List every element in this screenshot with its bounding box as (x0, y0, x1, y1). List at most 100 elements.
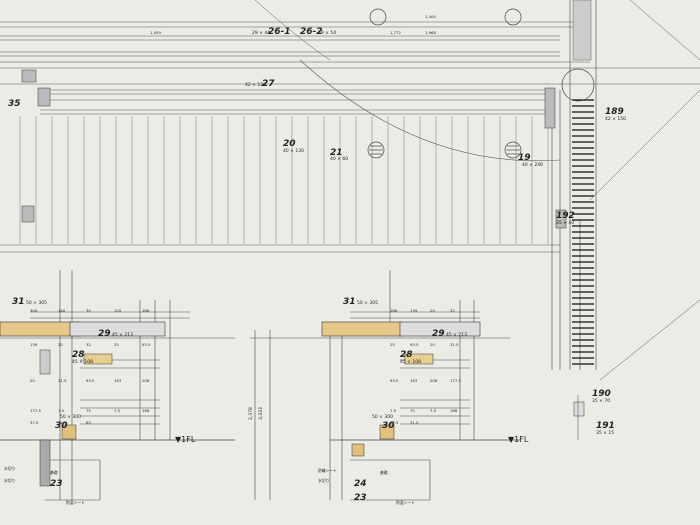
label-30-right: 30 (382, 421, 395, 431)
dimension-number: 25 (390, 342, 395, 347)
label-27: 27 (262, 79, 275, 89)
dimension-number: 31.5 (450, 342, 459, 347)
dimension-number: 93.5 (142, 342, 151, 347)
note-left-1: 水切り (4, 478, 15, 483)
top-labels: 26-1 26-2 27 35 20 21 19 189 192 29 × 44… (8, 14, 626, 226)
dim-28-right: 45 × 108 (400, 359, 421, 365)
dim-30-left: 50 × 300 (60, 414, 81, 420)
plan-circles (367, 8, 595, 159)
label-31-left: 31 (12, 297, 25, 307)
dim-28-left: 45 × 108 (72, 359, 93, 365)
dimension-number: 7.5 (114, 408, 121, 413)
dim-mid-1: 2,378 (248, 407, 254, 420)
dimension-number: 20 (430, 308, 435, 313)
beam-29-right (399, 321, 481, 337)
label-20: 20 (283, 139, 296, 149)
note-left-2: 基礎 (50, 470, 58, 475)
dimension-number: 31.5 (58, 378, 67, 383)
dim-top-2: 1,772 (390, 30, 401, 35)
dimension-number: 30 (86, 308, 91, 313)
dim-31-right: 50 × 305 (357, 300, 378, 306)
dimension-number: 75 (86, 408, 91, 413)
dimension-number: 93.5 (86, 378, 95, 383)
dim-19: 40 × 240 (522, 162, 543, 168)
dimension-number: 139 (30, 342, 38, 347)
label-35: 35 (8, 99, 21, 109)
dimension-number: 163 (410, 378, 418, 383)
dim-31-left: 50 × 305 (26, 300, 47, 306)
label-23-left: 23 (50, 479, 63, 489)
section-left: 31 50 × 305 29 45 × 213 28 45 × 108 30 5… (0, 270, 235, 505)
dimension-number: 93.5 (390, 378, 399, 383)
dimension-number: 32 (450, 308, 455, 313)
beam-28-left (83, 353, 113, 365)
label-26-1: 26-1 (268, 27, 291, 37)
dimension-number: 208 (142, 378, 150, 383)
label-26-2: 26-2 (300, 27, 323, 37)
dim-top-3: 1,400 (425, 14, 436, 19)
label-28-left: 28 (72, 350, 85, 360)
dimension-number: 186 (390, 308, 398, 313)
dimension-number: 7.5 (390, 408, 397, 413)
label-29-left: 29 (98, 329, 111, 339)
dim-190: 35 × 70 (592, 398, 610, 404)
dimension-number: 186 (450, 408, 458, 413)
dimension-number: 300 (30, 308, 38, 313)
top-plan (0, 0, 700, 381)
dim-20: 40 × 130 (283, 148, 304, 154)
label-21: 21 (330, 148, 343, 158)
dim-top-1: 1,459 (150, 30, 161, 35)
dimension-number: 177.5 (30, 408, 41, 413)
label-190: 190 (592, 389, 611, 399)
dim-21: 40 × 60 (330, 156, 348, 162)
dimension-number: 208 (430, 378, 438, 383)
dim-top-4: 1,968 (425, 30, 436, 35)
detail-190-191: 190 35 × 70 191 35 × 15 (573, 389, 615, 440)
note-right-1: 水切り (318, 478, 329, 483)
beam-31-left (0, 321, 81, 337)
dimension-number: 186 (142, 408, 150, 413)
plan-slats (19, 116, 549, 244)
dimension-number: 37.5 (30, 420, 39, 425)
dimension-number: 25 (114, 342, 119, 347)
note-right-3: 防湿シート (396, 500, 415, 505)
fl-marker-right: ▼1FL (508, 435, 529, 444)
dimension-number: 140 (58, 308, 66, 313)
dimension-number: 37.5 (390, 420, 399, 425)
dimension-number: 32 (86, 342, 91, 347)
dim-30-right: 50 × 300 (372, 414, 393, 420)
note-left-0: 水切り (4, 466, 15, 471)
dim-189: 42 × 150 (605, 116, 626, 122)
dimension-number: 75 (410, 408, 415, 413)
dimension-number: 105 (114, 308, 122, 313)
dim-27: 42 × 120 (245, 82, 266, 88)
dimension-number: 20 (30, 378, 35, 383)
beam-31-right (321, 321, 403, 337)
dim-26-2: 19 × 54 (318, 30, 336, 36)
dim-26-1: 29 × 44 (252, 30, 270, 36)
dimension-number: 177.5 (450, 378, 461, 383)
note-right-0: 防蟻シート (318, 468, 337, 473)
label-24-right: 24 (354, 479, 367, 489)
dimension-number: 163 (114, 378, 122, 383)
dimension-number: 93.5 (410, 342, 419, 347)
label-192: 192 (556, 211, 575, 221)
dimension-number: 7.5 (430, 408, 437, 413)
right-column (551, 0, 597, 370)
dim-29-left: 45 × 213 (112, 332, 133, 338)
label-30-left: 30 (55, 421, 68, 431)
hatched-blocks (21, 69, 567, 229)
note-right-2: 基礎 (380, 470, 388, 475)
label-31-right: 31 (343, 297, 356, 307)
dimension-number: 20 (58, 342, 63, 347)
label-189: 189 (605, 107, 624, 117)
section-right: 31 50 × 305 29 45 × 213 28 45 × 108 30 5… (248, 270, 529, 505)
dim-192: 35 × 40 (556, 220, 574, 226)
label-191: 191 (596, 421, 615, 431)
rail-ties (572, 99, 594, 365)
dimension-number: 63 (86, 420, 91, 425)
beam-28-right (404, 353, 434, 365)
